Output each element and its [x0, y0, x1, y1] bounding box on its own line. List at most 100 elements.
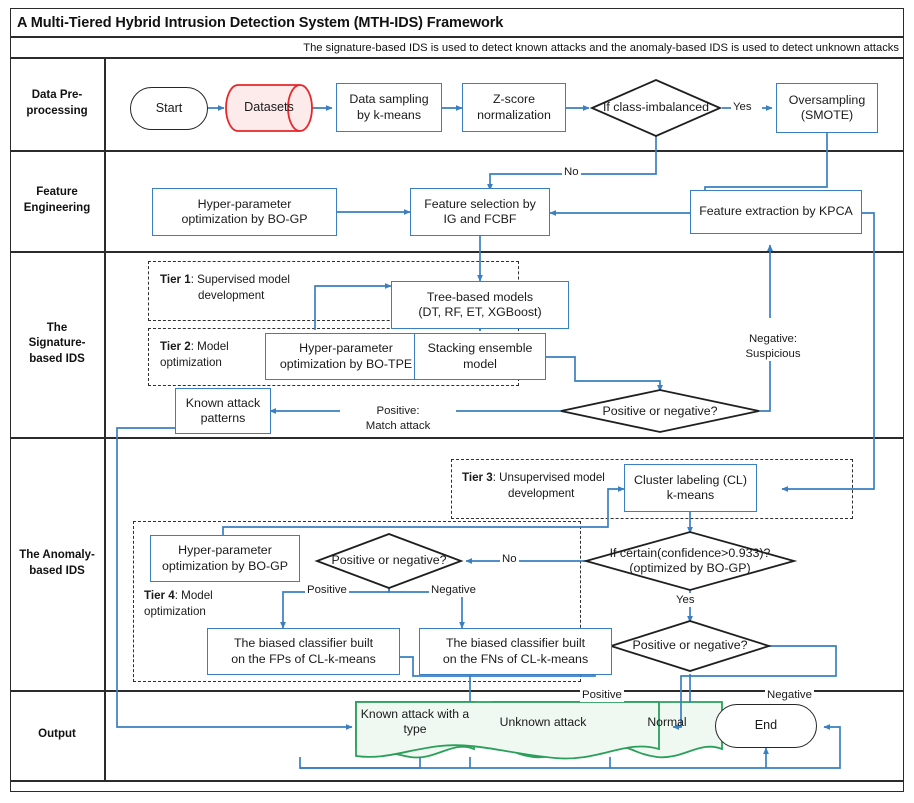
lane-label-output: Output [10, 690, 104, 780]
node-oversampling-label: Oversampling (SMOTE) [788, 92, 866, 122]
tier-1-label-rest: : Supervised model [190, 273, 290, 286]
edge-label-negative-suspicious-text: Negative: Suspicious [745, 333, 801, 360]
node-data-sampling-label: Data sampling by k-means [349, 92, 429, 122]
edge-label-yes-imbalanced: Yes [731, 100, 754, 115]
tier-3-label-bold: Tier 3 [462, 471, 493, 484]
tier-2-label-rest: : Model [190, 340, 229, 353]
node-end-label: End [754, 718, 778, 733]
node-hpo-botpe-label: Hyper-parameter optimization by BO-TPE [279, 341, 413, 371]
tier-2-label: Tier 2: Model optimization [160, 339, 270, 371]
node-if-certain-label: If certain(confidence>0.933)? (optimized… [609, 545, 771, 575]
node-cluster-labeling-label: Cluster labeling (CL) k-means [634, 472, 747, 502]
node-tree-based-models-label: Tree-based models (DT, RF, ET, XGBoost) [418, 289, 542, 319]
node-pos-or-neg-final-label: Positive or negative? [632, 638, 748, 653]
node-pos-or-neg-tier4-label: Positive or negative? [331, 553, 447, 568]
tier-1-label: Tier 1: Supervised model development [160, 272, 340, 304]
edge-label-yes-certain: Yes [674, 593, 697, 608]
tier-3-label-line2: development [508, 487, 575, 501]
node-z-score-normalization[interactable]: Z-score normalization [462, 83, 566, 132]
node-known-attack-patterns-label: Known attack patterns [185, 395, 261, 425]
lane-label-signature-based-ids: The Signature- based IDS [10, 251, 104, 437]
node-known-attack-with-type[interactable]: Known attack with a type [356, 702, 474, 752]
edge-label-no-imbalanced-text: No [564, 166, 579, 178]
node-stacking-ensemble-label: Stacking ensemble model [427, 341, 533, 371]
node-known-attack-patterns[interactable]: Known attack patterns [175, 388, 271, 434]
edge-label-no-certain-text: No [502, 553, 517, 565]
node-pos-or-neg-tier4[interactable]: Positive or negative? [317, 534, 461, 588]
node-normal[interactable]: Normal [612, 702, 722, 752]
edge-label-negative-tier4-text: Negative [431, 584, 476, 596]
node-feature-selection-label: Feature selection by IG and FCBF [424, 196, 536, 226]
edge-label-negative-suspicious: Negative: Suspicious [726, 318, 820, 361]
edge-label-no-certain: No [500, 552, 519, 567]
lane-label-feature-engineering: Feature Engineering [10, 150, 104, 251]
node-tree-based-models[interactable]: Tree-based models (DT, RF, ET, XGBoost) [391, 281, 569, 329]
lane-label-text: The Signature- based IDS [28, 321, 86, 365]
node-feature-selection[interactable]: Feature selection by IG and FCBF [410, 188, 550, 236]
lane-divider-2 [10, 251, 904, 253]
lane-divider-1 [10, 150, 904, 152]
node-end[interactable]: End [715, 704, 817, 748]
lane-label-text: The Anomaly- based IDS [19, 548, 95, 577]
lane-label-anomaly-based-ids: The Anomaly- based IDS [10, 437, 104, 690]
tier-4-label-bold: Tier 4 [144, 589, 175, 602]
node-biased-fp-label: The biased classifier built on the FPs o… [231, 636, 376, 666]
label-column-divider [104, 58, 106, 780]
node-normal-label: Normal [647, 714, 687, 729]
lane-label-data-pre-processing: Data Pre- processing [10, 58, 104, 150]
node-data-sampling[interactable]: Data sampling by k-means [336, 83, 442, 132]
edge-label-positive-tier4: Positive [305, 583, 349, 598]
node-biased-classifier-fn[interactable]: The biased classifier built on the FNs o… [419, 628, 612, 675]
node-if-class-imbalanced-label: If class-imbalanced [602, 100, 710, 115]
lane-label-text: Data Pre- processing [26, 89, 88, 117]
lane-divider-5 [10, 780, 904, 782]
tier-4-label: Tier 4: Model optimization [144, 588, 264, 620]
lane-divider-3 [10, 437, 904, 439]
node-oversampling-smote[interactable]: Oversampling (SMOTE) [776, 83, 878, 133]
lane-label-text: Feature Engineering [23, 185, 91, 214]
edge-label-positive-match-text: Positive: Match attack [365, 405, 431, 432]
node-feature-extraction-kpca[interactable]: Feature extraction by KPCA [690, 190, 862, 234]
edge-label-negative-tier4: Negative [429, 583, 478, 598]
tier-1-label-bold: Tier 1 [160, 273, 191, 286]
node-stacking-ensemble[interactable]: Stacking ensemble model [414, 333, 546, 380]
main-grid-frame [10, 58, 904, 792]
node-start[interactable]: Start [130, 87, 208, 130]
edge-label-yes-certain-text: Yes [676, 594, 695, 606]
diagram-subtitle: The signature-based IDS is used to detec… [10, 37, 904, 58]
node-hpo-botpe[interactable]: Hyper-parameter optimization by BO-TPE [265, 333, 427, 380]
tier-4-label-rest: : Model [174, 589, 213, 602]
node-hpo-bogp-tier4[interactable]: Hyper-parameter optimization by BO-GP [150, 535, 300, 582]
node-pos-or-neg-final[interactable]: Positive or negative? [611, 621, 769, 671]
edge-label-negative-final-text: Negative [767, 689, 812, 701]
tier-2-label-bold: Tier 2 [160, 340, 191, 353]
node-z-score-label: Z-score normalization [477, 92, 551, 122]
node-hpo-bogp-tier4-label: Hyper-parameter optimization by BO-GP [161, 543, 289, 573]
node-unknown-attack[interactable]: Unknown attack [493, 702, 593, 752]
edge-label-yes-imbalanced-text: Yes [733, 101, 752, 113]
node-if-class-imbalanced[interactable]: If class-imbalanced [592, 80, 720, 136]
diagram-subtitle-text: The signature-based IDS is used to detec… [303, 41, 899, 54]
tier-3-label-rest: : Unsupervised model [492, 471, 605, 484]
node-biased-classifier-fp[interactable]: The biased classifier built on the FPs o… [207, 628, 400, 675]
node-if-certain[interactable]: If certain(confidence>0.933)? (optimized… [586, 532, 794, 590]
node-unknown-attack-label: Unknown attack [499, 714, 587, 729]
node-pos-or-neg-signature-label: Positive or negative? [602, 403, 718, 418]
node-hpo-bogp-fe-label: Hyper-parameter optimization by BO-GP [181, 196, 308, 226]
node-feature-extraction-label: Feature extraction by KPCA [699, 204, 853, 219]
node-datasets-label: Datasets [244, 100, 294, 115]
edge-label-positive-final: Positive [580, 688, 624, 703]
node-cluster-labeling[interactable]: Cluster labeling (CL) k-means [624, 464, 757, 512]
diagram-title-text: A Multi-Tiered Hybrid Intrusion Detectio… [17, 14, 504, 31]
tier-4-label-line2: optimization [144, 605, 206, 619]
tier-2-label-line2: optimization [160, 356, 222, 370]
node-start-label: Start [155, 100, 183, 115]
edge-label-negative-final: Negative [765, 688, 814, 703]
node-pos-or-neg-signature[interactable]: Positive or negative? [561, 390, 759, 433]
node-datasets[interactable]: Datasets [238, 85, 300, 131]
title-row-frame [10, 8, 904, 37]
edge-label-positive-tier4-text: Positive [307, 584, 347, 596]
node-hpo-bogp-feature-eng[interactable]: Hyper-parameter optimization by BO-GP [152, 188, 337, 236]
edge-label-positive-match: Positive: Match attack [340, 390, 456, 433]
